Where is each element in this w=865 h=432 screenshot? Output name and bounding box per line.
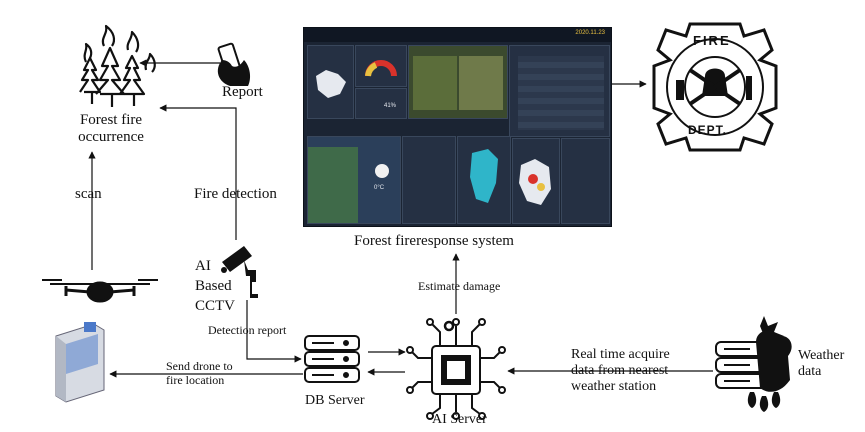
label-forest-fire-line2: occurrence	[78, 129, 144, 146]
ai-chip-icon	[406, 318, 506, 420]
dashboard-time: 2020.11.23	[575, 30, 605, 36]
label-forest-fire-response-system: Forest fireresponse system	[354, 233, 514, 249]
label-real-time-line1: Real time acquire	[571, 347, 670, 362]
dashboard-panel-cctv	[408, 45, 508, 119]
label-detection-report: Detection report	[208, 323, 287, 337]
arrow-fire-detection	[159, 104, 237, 240]
region-map-icon	[316, 70, 346, 98]
label-forest-fire-occurrence: Forest fire occurrence	[66, 112, 156, 147]
connector-arrows	[88, 59, 713, 378]
forest-fire-dashboard: 2020.11.23 41% 0°C	[303, 27, 612, 227]
label-send-drone-line2: fire location	[166, 372, 225, 387]
label-ai-server: AI Server	[432, 412, 487, 427]
dashboard-satellite-map	[308, 147, 358, 223]
fire-map-icon	[519, 159, 551, 205]
label-real-time-line3: weather station	[571, 379, 657, 395]
dashboard-panel-risk-map	[457, 136, 511, 224]
fire-dept-logo-icon	[652, 22, 778, 152]
dashboard-panel-fire-map	[512, 138, 560, 224]
dashboard-panel-map: 0°C	[307, 136, 401, 224]
label-db-server: DB Server	[305, 393, 365, 408]
cctv-feed-1	[413, 56, 457, 110]
label-send-drone-line1: Send drone to	[166, 359, 233, 373]
label-weather-line2: data	[798, 364, 822, 380]
dashboard-humidity: 41%	[384, 103, 397, 109]
weather-cloud-sun-icon	[747, 316, 792, 412]
dashboard-table-grid	[518, 56, 604, 130]
label-cctv-line1: AI	[195, 258, 211, 274]
label-report: Report	[222, 84, 263, 100]
label-forest-fire-line1: Forest fire	[79, 112, 143, 128]
label-real-time-line2: data from nearest	[571, 363, 669, 379]
label-scan: scan	[75, 186, 102, 202]
phone-report-icon	[217, 42, 251, 86]
dashboard-panel-notice	[402, 136, 456, 224]
cctv-camera-icon	[221, 246, 258, 298]
dashboard-panel-region	[307, 45, 354, 119]
label-weather-data: Weather data	[798, 348, 844, 380]
dashboard-topbar: 2020.11.23	[304, 28, 611, 42]
label-cctv-line3: CCTV	[195, 298, 236, 314]
fire-dept-logo-top-text: FIRE	[693, 33, 731, 48]
dashboard-panel-list	[561, 138, 610, 224]
risk-map-icon	[470, 149, 498, 203]
drone-icon	[42, 279, 158, 303]
sun-icon	[375, 164, 389, 178]
label-weather-line1: Weather	[798, 348, 845, 363]
cctv-feed-2	[459, 56, 503, 110]
risk-gauge-icon	[365, 60, 397, 77]
label-real-time-acquire: Real time acquire data from nearest weat…	[571, 347, 670, 395]
dashboard-panel-weather: 41%	[355, 88, 407, 119]
label-fire-detection: Fire detection	[194, 186, 277, 202]
label-ai-based-cctv: AI Based CCTV	[195, 256, 235, 316]
dashboard-panel-gauge	[355, 45, 407, 87]
dashboard-panel-table	[509, 45, 610, 137]
fire-dept-logo-bottom-text: DEPT.	[688, 123, 728, 137]
drone-station-icon	[55, 322, 105, 403]
label-estimate-damage: Estimate damage	[418, 279, 501, 293]
label-send-drone: Send drone to fire location	[166, 359, 233, 388]
forest-fire-icon	[79, 24, 156, 107]
dashboard-temperature: 0°C	[374, 185, 385, 191]
arrow-detection-report	[246, 300, 302, 363]
label-cctv-line2: Based	[195, 278, 232, 294]
db-server-icon	[304, 335, 360, 383]
